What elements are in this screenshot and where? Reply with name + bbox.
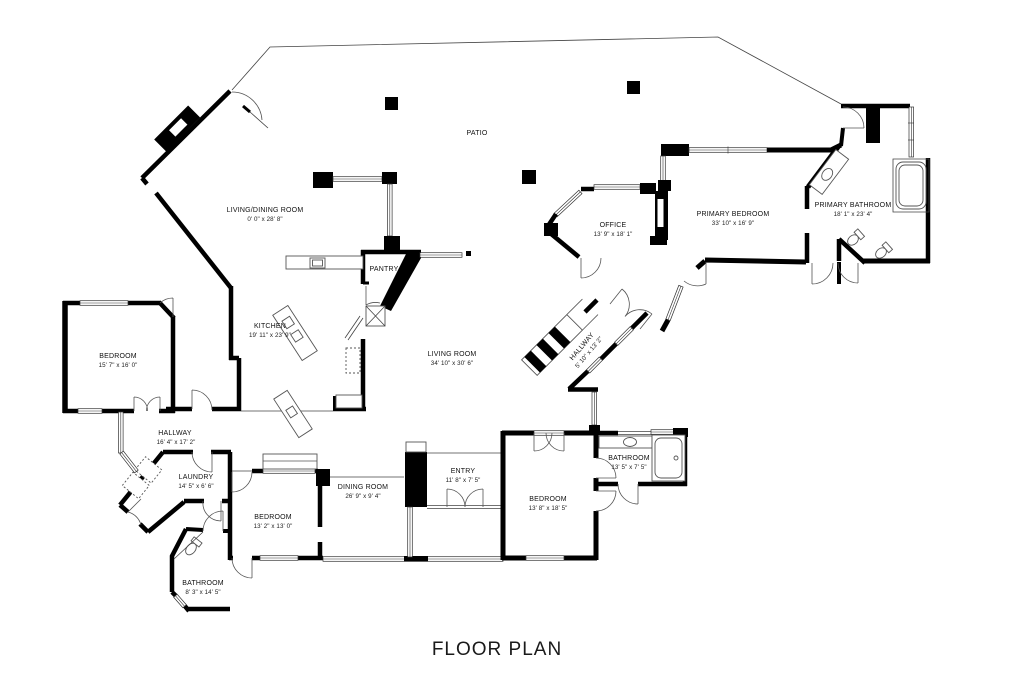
room-label-living-dining: LIVING/DINING ROOM [227, 207, 304, 214]
sink-icon [623, 437, 637, 447]
room-label-primary-bathroom: PRIMARY BATHROOM [815, 202, 892, 209]
room-label-primary-bedroom: PRIMARY BEDROOM [697, 211, 770, 218]
room-dims-bedroom-3: 13' 8" x 18' 5" [529, 505, 568, 512]
room-label-pantry: PANTRY [370, 266, 399, 273]
stairs-icon [520, 298, 599, 377]
room-label-entry: ENTRY [451, 468, 476, 475]
room-label-hallway-1: HALLWAY [158, 430, 192, 437]
room-label-bathroom-1: BATHROOM [182, 580, 224, 587]
room-dims-dining-room: 26' 9" x 9' 4" [345, 493, 380, 500]
patio-label: PATIO [467, 130, 488, 137]
floor-plan-title: FLOOR PLAN [432, 639, 562, 660]
room-dims-office: 13' 9" x 18' 1" [594, 231, 633, 238]
column [522, 170, 536, 184]
fireplace-icon [154, 105, 201, 152]
room-label-bathroom-2: BATHROOM [608, 455, 650, 462]
toilet-icon [875, 241, 894, 259]
room-label-laundry: LAUNDRY [179, 474, 214, 481]
column [627, 81, 640, 94]
washer-dryer-icon [121, 456, 163, 500]
room-dims-bathroom-2: 13' 5" x 7' 5" [611, 464, 646, 471]
columns [385, 81, 640, 184]
toilet-icon [185, 536, 203, 556]
kitchen-island-2 [273, 389, 313, 439]
room-dims-laundry: 14' 5" x 6' 6" [178, 483, 213, 490]
kitchen-island [272, 304, 318, 362]
room-label-bedroom-2: BEDROOM [254, 514, 292, 521]
toilet-icon [847, 228, 866, 246]
room-dims-kitchen: 19' 11" x 23' 9" [249, 332, 291, 339]
room-label-dining-room: DINING ROOM [338, 484, 388, 491]
vanity-sink-icon [808, 148, 850, 196]
room-labels: LIVING/DINING ROOM 0' 0" x 28' 8" PATIO … [99, 130, 892, 660]
room-label-office: OFFICE [600, 222, 627, 229]
room-dims-entry: 11' 8" x 7' 5" [446, 477, 481, 484]
room-dims-primary-bedroom: 33' 10" x 16' 9" [712, 220, 754, 227]
room-dims-primary-bathroom: 18' 1" x 23' 4" [834, 211, 873, 218]
room-dims-living-room: 34' 10" x 30' 6" [431, 360, 473, 367]
room-dims-hallway-1: 16' 4" x 17' 2" [157, 439, 196, 446]
walls [62, 89, 931, 613]
room-label-bedroom-3: BEDROOM [529, 496, 567, 503]
room-label-living-room: LIVING ROOM [428, 351, 477, 358]
room-dims-living-dining: 0' 0" x 28' 8" [247, 216, 282, 223]
room-label-kitchen: KITCHEN [254, 323, 286, 330]
column [385, 97, 398, 110]
room-dims-bedroom-1: 15' 7" x 16' 0" [99, 362, 138, 369]
room-dims-bathroom-1: 8' 3" x 14' 5" [185, 589, 220, 596]
patio-boundary-line [231, 36, 842, 105]
room-label-bedroom-1: BEDROOM [99, 353, 137, 360]
room-dims-bedroom-2: 13' 2" x 13' 0" [254, 523, 293, 530]
